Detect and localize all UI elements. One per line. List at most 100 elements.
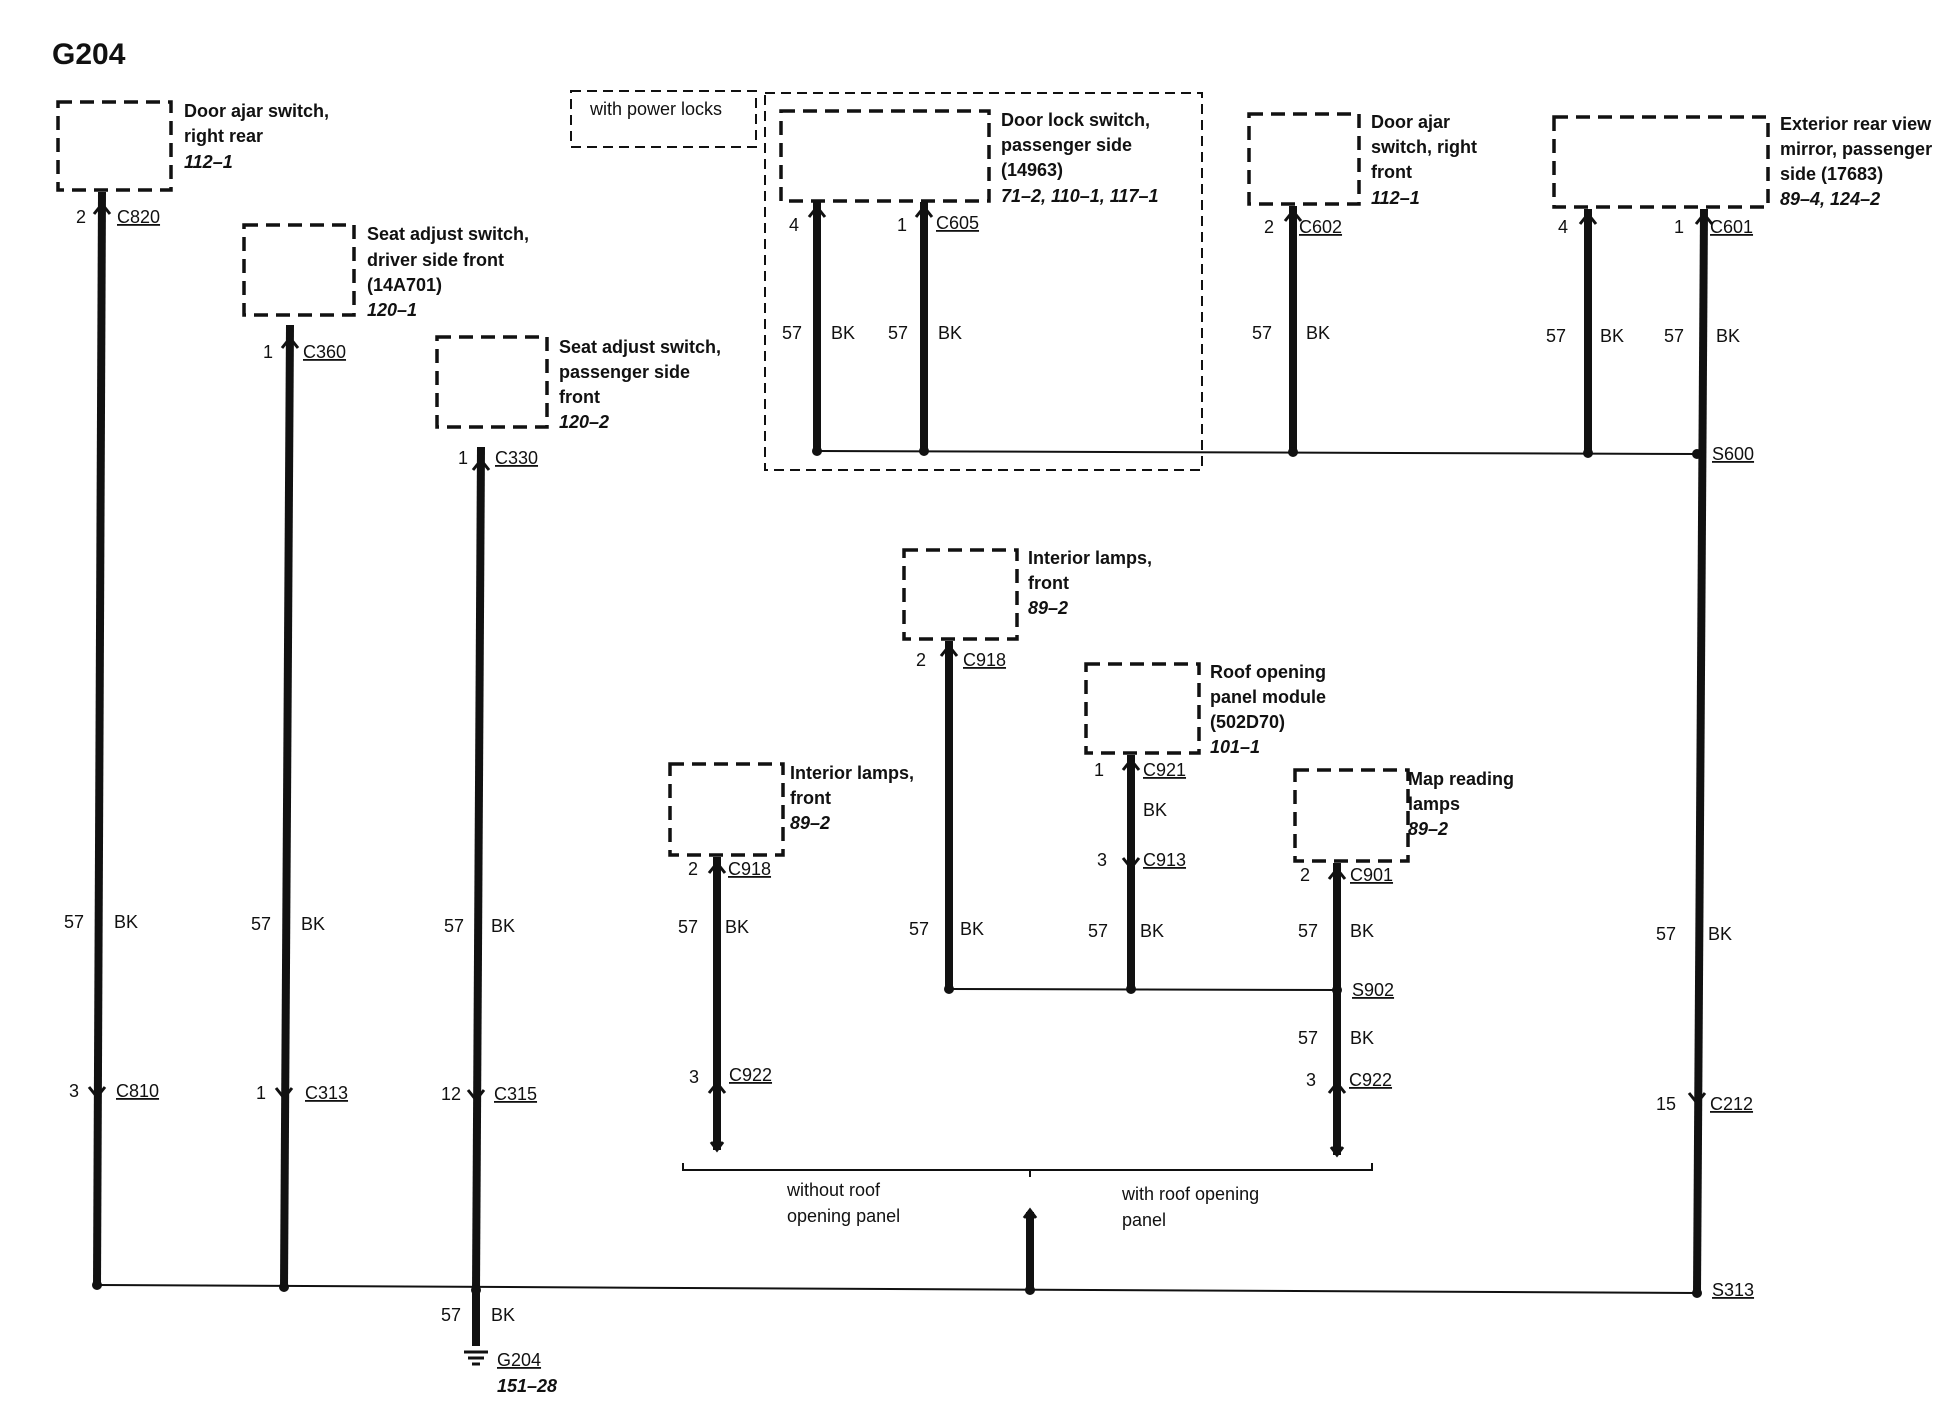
pin-number: 1 xyxy=(458,448,468,468)
svg-text:front: front xyxy=(790,788,831,808)
svg-text:89–2: 89–2 xyxy=(790,813,830,833)
svg-text:passenger side: passenger side xyxy=(559,362,690,382)
svg-text:101–1: 101–1 xyxy=(1210,737,1260,757)
svg-text:57: 57 xyxy=(444,916,464,936)
svg-text:BK: BK xyxy=(114,912,138,932)
option-bracket xyxy=(682,1163,1373,1171)
component-seat-adjust-passenger xyxy=(435,335,549,429)
svg-text:57: 57 xyxy=(1656,924,1676,944)
label-interior-lamps-front-upper: Interior lamps, front 89–2 xyxy=(1028,548,1152,618)
pin-number: 1 xyxy=(1094,760,1104,780)
pin-number: 3 xyxy=(69,1081,79,1101)
label-door-ajar-switch-rr: Door ajar switch, right rear 112–1 xyxy=(184,101,329,172)
svg-text:BK: BK xyxy=(831,323,855,343)
svg-text:BK: BK xyxy=(960,919,984,939)
svg-text:BK: BK xyxy=(938,323,962,343)
diagram-title: G204 xyxy=(52,38,126,71)
svg-text:57: 57 xyxy=(782,323,802,343)
svg-text:Door ajar switch,: Door ajar switch, xyxy=(184,101,329,121)
connector-c601: C601 xyxy=(1710,217,1753,237)
svg-text:switch, right: switch, right xyxy=(1371,137,1477,157)
svg-text:Exterior rear view: Exterior rear view xyxy=(1780,114,1932,134)
svg-text:side (17683): side (17683) xyxy=(1780,164,1883,184)
option-label-without-roof: without roof opening panel xyxy=(786,1180,900,1226)
component-interior-lamps-front-upper xyxy=(902,548,1019,641)
splice-s902: S902 xyxy=(1352,980,1394,1000)
svg-text:with roof opening: with roof opening xyxy=(1121,1184,1259,1204)
svg-text:57: 57 xyxy=(1088,921,1108,941)
splice-dot xyxy=(919,446,929,456)
pin-number: 1 xyxy=(263,342,273,362)
wire-c360-to-s313 xyxy=(280,324,294,1288)
svg-text:Map reading: Map reading xyxy=(1408,769,1514,789)
splice-dot xyxy=(471,1285,481,1295)
svg-text:Seat adjust switch,: Seat adjust switch, xyxy=(367,224,529,244)
ground-g204: G204 xyxy=(497,1350,541,1370)
connector-c820: C820 xyxy=(117,207,160,227)
connector-c810: C810 xyxy=(116,1081,159,1101)
svg-text:57: 57 xyxy=(1252,323,1272,343)
option-box-power-locks xyxy=(570,90,757,148)
splice-dot-s313 xyxy=(1692,1288,1702,1298)
pin-number: 1 xyxy=(897,215,907,235)
svg-text:front: front xyxy=(1371,162,1412,182)
svg-text:89–2: 89–2 xyxy=(1028,598,1068,618)
component-roof-opening-panel-module xyxy=(1084,662,1201,755)
svg-text:BK: BK xyxy=(491,916,515,936)
connector-c212: C212 xyxy=(1710,1094,1753,1114)
svg-text:front: front xyxy=(559,387,600,407)
label-map-reading-lamps: Map reading lamps 89–2 xyxy=(1408,769,1514,839)
svg-text:112–1: 112–1 xyxy=(184,152,233,172)
pin-number: 2 xyxy=(1264,217,1274,237)
svg-text:Seat adjust switch,: Seat adjust switch, xyxy=(559,337,721,357)
svg-text:panel: panel xyxy=(1122,1210,1166,1230)
connector-c901: C901 xyxy=(1350,865,1393,885)
connector-c918-lower: C918 xyxy=(728,859,771,879)
bus-s600 xyxy=(816,450,1698,455)
option-label-power-locks: with power locks xyxy=(589,99,722,119)
wire-c601-to-s313 xyxy=(1693,208,1708,1294)
svg-text:57: 57 xyxy=(909,919,929,939)
splice-dot xyxy=(92,1280,102,1290)
svg-text:BK: BK xyxy=(301,914,325,934)
svg-text:120–2: 120–2 xyxy=(559,412,609,432)
component-interior-lamps-front-lower xyxy=(668,762,785,857)
svg-text:lamps: lamps xyxy=(1408,794,1460,814)
pin-number: 4 xyxy=(1558,217,1568,237)
label-exterior-mirror-passenger: Exterior rear view mirror, passenger sid… xyxy=(1780,114,1932,209)
svg-text:57: 57 xyxy=(64,912,84,932)
svg-text:57: 57 xyxy=(1664,326,1684,346)
splice-s313: S313 xyxy=(1712,1280,1754,1300)
connector-c315: C315 xyxy=(494,1084,537,1104)
connector-c922-b: C922 xyxy=(1349,1070,1392,1090)
splice-dot xyxy=(812,446,822,456)
svg-text:BK: BK xyxy=(1140,921,1164,941)
svg-text:panel module: panel module xyxy=(1210,687,1326,707)
splice-dot xyxy=(279,1282,289,1292)
svg-text:BK: BK xyxy=(1350,921,1374,941)
bus-s313 xyxy=(96,1284,1698,1294)
connector-c922-a: C922 xyxy=(729,1065,772,1085)
option-group-power-locks xyxy=(764,92,1203,471)
component-map-reading-lamps xyxy=(1293,768,1410,863)
label-door-lock-switch-passenger: Door lock switch, passenger side (14963)… xyxy=(1001,110,1158,206)
pin-number: 2 xyxy=(76,207,86,227)
label-seat-adjust-driver: Seat adjust switch, driver side front (1… xyxy=(367,224,529,320)
component-door-ajar-switch-rr xyxy=(56,100,173,192)
svg-text:BK: BK xyxy=(491,1305,515,1325)
svg-text:(14A701): (14A701) xyxy=(367,275,442,295)
connector-c360: C360 xyxy=(303,342,346,362)
option-label-with-roof: with roof opening panel xyxy=(1121,1184,1259,1230)
connector-c313: C313 xyxy=(305,1083,348,1103)
ground-ref: 151–28 xyxy=(497,1376,557,1396)
svg-text:BK: BK xyxy=(1708,924,1732,944)
svg-text:Door lock switch,: Door lock switch, xyxy=(1001,110,1150,130)
svg-text:71–2, 110–1, 117–1: 71–2, 110–1, 117–1 xyxy=(1001,186,1158,206)
pin-number: 3 xyxy=(1097,850,1107,870)
svg-text:89–2: 89–2 xyxy=(1408,819,1448,839)
svg-text:BK: BK xyxy=(1350,1028,1374,1048)
component-door-ajar-switch-rf xyxy=(1247,112,1361,206)
svg-text:(502D70): (502D70) xyxy=(1210,712,1285,732)
